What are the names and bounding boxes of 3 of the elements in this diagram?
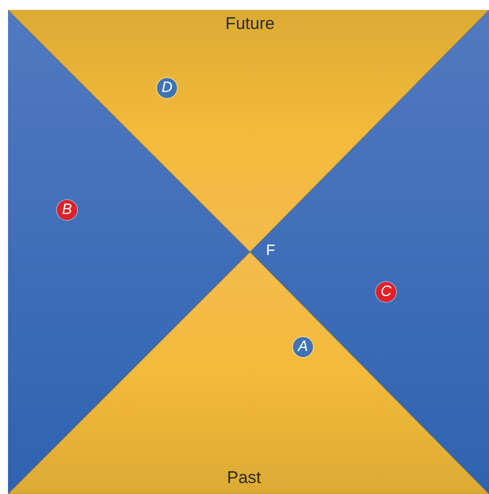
region-label: Past — [226, 468, 262, 488]
region-label: Future — [225, 14, 275, 34]
point-label: F — [266, 242, 276, 259]
